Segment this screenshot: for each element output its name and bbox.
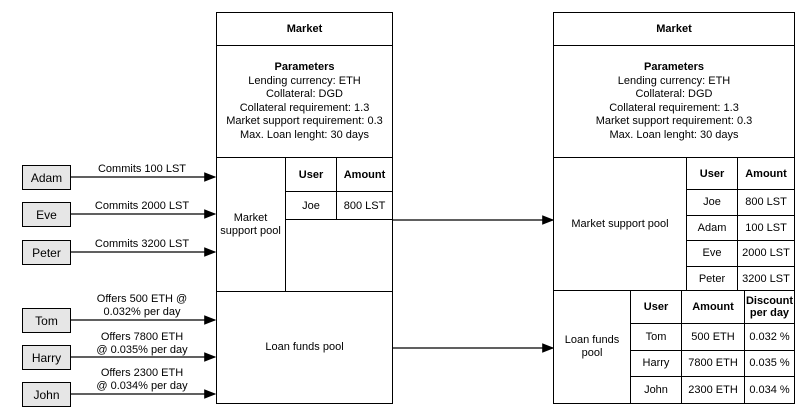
user-name: Eve bbox=[36, 207, 57, 222]
header-line: per day bbox=[749, 307, 790, 319]
parameters-heading: Parameters bbox=[274, 61, 335, 73]
parameter-line: Max. Loan lenght: 30 days bbox=[609, 128, 739, 141]
user-box-john: John bbox=[22, 382, 71, 407]
table-cell: Tom bbox=[630, 323, 682, 351]
table-cell: Joe bbox=[285, 191, 337, 220]
table-cell: 0.034 % bbox=[744, 376, 795, 404]
table-row: Eve 2000 LST bbox=[686, 240, 795, 267]
column-header: User bbox=[686, 157, 738, 190]
table-cell: John bbox=[630, 376, 682, 404]
table-row: Joe 800 LST bbox=[285, 191, 393, 220]
user-name: Tom bbox=[35, 313, 58, 328]
parameter-line: Collateral requirement: 1.3 bbox=[239, 101, 370, 114]
user-box-tom: Tom bbox=[22, 308, 71, 333]
market-title-left: Market bbox=[216, 12, 393, 46]
table-row: Peter 3200 LST bbox=[686, 265, 795, 292]
label-line: support pool bbox=[220, 224, 281, 237]
parameter-line: Collateral: DGD bbox=[635, 88, 713, 100]
label-line: Loan funds bbox=[564, 334, 620, 346]
action-line: Offers 7800 ETH bbox=[100, 331, 184, 343]
parameter-line: Lending currency: ETH bbox=[617, 74, 731, 87]
user-box-peter: Peter bbox=[22, 240, 71, 265]
support-table-right: User Amount Joe 800 LST Adam 100 LST Eve… bbox=[686, 157, 795, 292]
table-cell: 7800 ETH bbox=[681, 349, 745, 377]
support-table-left: User Amount Joe 800 LST bbox=[285, 157, 393, 220]
column-header: Amount bbox=[681, 290, 745, 324]
table-cell: Eve bbox=[686, 240, 738, 267]
column-header: Amount bbox=[737, 157, 795, 190]
table-row: Joe 800 LST bbox=[686, 189, 795, 216]
table-cell: 100 LST bbox=[737, 214, 795, 241]
support-pool-label-left: Market support pool bbox=[216, 157, 286, 292]
parameters-panel-left: Parameters Lending currency: ETH Collate… bbox=[216, 45, 393, 158]
loan-funds-pool-left: Loan funds pool bbox=[216, 291, 393, 404]
user-name: Peter bbox=[32, 245, 61, 260]
market-title-right: Market bbox=[553, 12, 795, 46]
table-cell: 800 LST bbox=[737, 189, 795, 216]
table-cell: 2000 LST bbox=[737, 240, 795, 267]
table-cell: 0.035 % bbox=[744, 349, 795, 377]
table-cell: Harry bbox=[630, 349, 682, 377]
user-name: Adam bbox=[30, 170, 63, 185]
table-cell: 0.032 % bbox=[744, 323, 795, 351]
parameter-line: Lending currency: ETH bbox=[248, 74, 361, 87]
user-box-adam: Adam bbox=[22, 165, 71, 190]
loan-table-right: User Amount Discount per day Tom 500 ETH… bbox=[630, 290, 795, 404]
table-header-row: User Amount Discount per day bbox=[630, 290, 795, 324]
user-box-harry: Harry bbox=[22, 345, 71, 370]
table-cell: 500 ETH bbox=[681, 323, 745, 351]
parameter-line: Market support requirement: 0.3 bbox=[226, 115, 383, 127]
table-header-row: User Amount bbox=[686, 157, 795, 190]
action-line: @ 0.034% per day bbox=[96, 380, 188, 392]
action-label-tom: Offers 500 ETH @ 0.032% per day bbox=[78, 293, 206, 319]
label-line: Market bbox=[233, 211, 268, 224]
table-cell: 3200 LST bbox=[737, 265, 795, 292]
loan-funds-pool-label-right: Loan funds pool bbox=[553, 290, 631, 404]
user-box-eve: Eve bbox=[22, 202, 71, 227]
header-line: Discount bbox=[745, 295, 794, 307]
action-label-john: Offers 2300 ETH @ 0.034% per day bbox=[78, 367, 206, 393]
table-header-row: User Amount bbox=[285, 157, 393, 192]
action-label-adam: Commits 100 LST bbox=[97, 163, 187, 175]
user-name: Harry bbox=[31, 350, 62, 365]
table-row: Tom 500 ETH 0.032 % bbox=[630, 323, 795, 351]
table-row: John 2300 ETH 0.034 % bbox=[630, 376, 795, 404]
action-line: 0.032% per day bbox=[103, 306, 181, 318]
table-row: Adam 100 LST bbox=[686, 214, 795, 241]
column-header: Amount bbox=[336, 157, 393, 192]
action-label-harry: Offers 7800 ETH @ 0.035% per day bbox=[78, 331, 206, 357]
column-header: User bbox=[630, 290, 682, 324]
parameter-line: Market support requirement: 0.3 bbox=[595, 115, 753, 127]
label-line: pool bbox=[581, 347, 603, 359]
action-line: Offers 2300 ETH bbox=[100, 367, 184, 379]
action-label-peter: Commits 3200 LST bbox=[94, 238, 190, 250]
action-label-eve: Commits 2000 LST bbox=[94, 200, 190, 212]
column-header: Discount per day bbox=[744, 290, 795, 324]
parameter-line: Max. Loan lenght: 30 days bbox=[239, 128, 370, 141]
table-cell: 2300 ETH bbox=[681, 376, 745, 404]
table-cell: Joe bbox=[686, 189, 738, 216]
support-pool-label-right: Market support pool bbox=[553, 157, 687, 291]
user-name: John bbox=[33, 387, 60, 402]
parameter-line: Collateral: DGD bbox=[265, 88, 344, 100]
column-header: User bbox=[285, 157, 337, 192]
parameters-heading: Parameters bbox=[644, 61, 704, 73]
table-cell: Adam bbox=[686, 214, 738, 241]
table-cell: 800 LST bbox=[336, 191, 393, 220]
parameters-panel-right: Parameters Lending currency: ETH Collate… bbox=[553, 45, 795, 158]
table-cell: Peter bbox=[686, 265, 738, 292]
action-line: @ 0.035% per day bbox=[96, 344, 188, 356]
action-line: Offers 500 ETH @ bbox=[96, 293, 188, 305]
table-row: Harry 7800 ETH 0.035 % bbox=[630, 349, 795, 377]
parameter-line: Collateral requirement: 1.3 bbox=[609, 101, 739, 114]
